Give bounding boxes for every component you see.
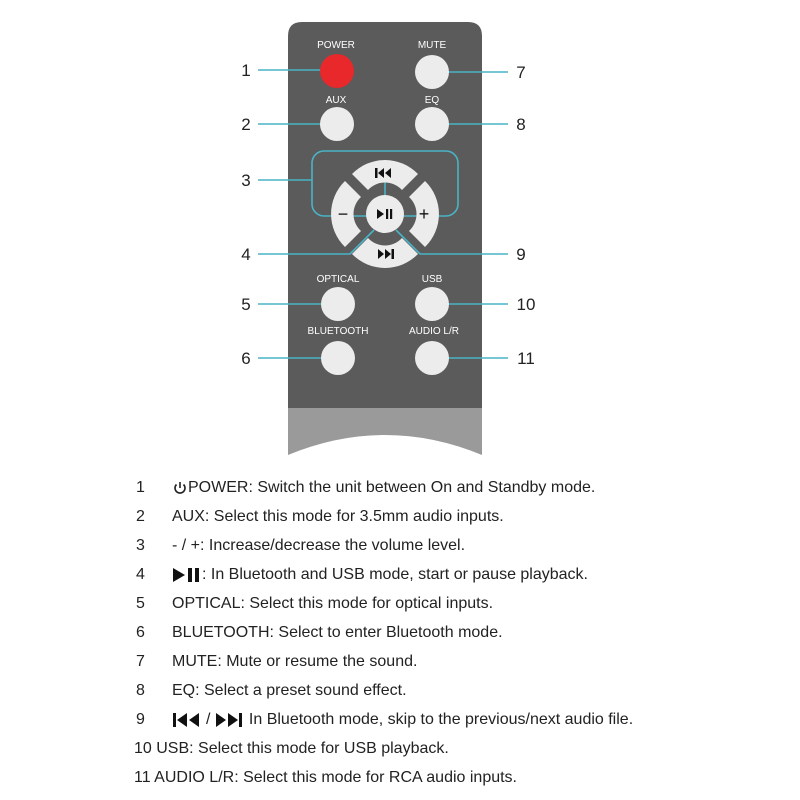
- audio-lr-label: AUDIO L/R: [409, 326, 459, 337]
- volume-up-button[interactable]: [409, 181, 439, 247]
- power-icon: [174, 481, 186, 494]
- play-pause-icon: [173, 567, 199, 582]
- legend-text: MUTE: Mute or resume the sound.: [172, 653, 418, 670]
- callout-1: 1: [241, 61, 250, 80]
- power-label: POWER: [317, 40, 355, 51]
- callout-2: 2: [241, 115, 250, 134]
- prev-track-button[interactable]: [352, 160, 418, 190]
- callout-10: 10: [517, 295, 536, 314]
- aux-label: AUX: [326, 95, 347, 106]
- legend-row-8: 8 EQ: Select a preset sound effect.: [0, 679, 800, 703]
- legend-num: 9: [136, 711, 145, 728]
- next-track-icon: [378, 249, 394, 259]
- callout-5: 5: [241, 295, 250, 314]
- legend-num: 11: [134, 769, 151, 786]
- remote-bottom-band: [288, 408, 482, 455]
- bluetooth-label: BLUETOOTH: [308, 326, 369, 337]
- mute-label: MUTE: [418, 40, 447, 51]
- eq-label: EQ: [425, 95, 440, 106]
- legend-text: : In Bluetooth and USB mode, start or pa…: [202, 566, 588, 583]
- legend-num: 7: [136, 653, 145, 670]
- legend-row-9: 9 / In Bluetooth mode, skip to the previ…: [0, 708, 800, 732]
- legend-num: 10: [134, 740, 152, 757]
- legend-row-7: 7 MUTE: Mute or resume the sound.: [0, 650, 800, 674]
- legend-text: - / +: Increase/decrease the volume leve…: [172, 537, 466, 554]
- optical-label: OPTICAL: [317, 274, 360, 285]
- legend-row-5: 5 OPTICAL: Select this mode for optical …: [0, 592, 800, 616]
- legend-text: POWER: Switch the unit between On and St…: [188, 479, 596, 496]
- legend-num: 4: [136, 566, 145, 583]
- legend-num: 8: [136, 682, 145, 699]
- callout-3: 3: [241, 171, 250, 190]
- eq-button[interactable]: [415, 107, 449, 141]
- next-track-icon: [216, 712, 243, 727]
- legend-row-11: 11 AUDIO L/R: Select this mode for RCA a…: [0, 766, 800, 790]
- optical-button[interactable]: [321, 287, 355, 321]
- usb-label: USB: [422, 274, 443, 285]
- legend-row-1: 1 POWER: Switch the unit between On and …: [0, 476, 800, 500]
- legend-num: 2: [136, 508, 145, 525]
- legend-text: OPTICAL: Select this mode for optical in…: [172, 595, 494, 612]
- dpad: − +: [331, 160, 439, 268]
- callout-6: 6: [241, 349, 250, 368]
- callout-7: 7: [516, 63, 525, 82]
- legend-num: 5: [136, 595, 145, 612]
- prev-track-icon: [375, 168, 391, 178]
- plus-icon: +: [419, 204, 430, 224]
- legend-num: 6: [136, 624, 145, 641]
- play-pause-button[interactable]: [366, 195, 404, 233]
- legend-text: USB: Select this mode for USB playback.: [156, 740, 449, 757]
- legend-num: 1: [136, 479, 145, 496]
- bluetooth-button[interactable]: [321, 341, 355, 375]
- legend-text: EQ: Select a preset sound effect.: [172, 682, 407, 699]
- callout-8: 8: [516, 115, 525, 134]
- usb-button[interactable]: [415, 287, 449, 321]
- power-button[interactable]: [320, 54, 354, 88]
- legend-text: AUX: Select this mode for 3.5mm audio in…: [172, 508, 504, 525]
- legend-row-3: 3 - / +: Increase/decrease the volume le…: [0, 534, 800, 558]
- aux-button[interactable]: [320, 107, 354, 141]
- legend-text: In Bluetooth mode, skip to the previous/…: [244, 711, 634, 728]
- audio-lr-button[interactable]: [415, 341, 449, 375]
- legend-row-6: 6 BLUETOOTH: Select to enter Bluetooth m…: [0, 621, 800, 645]
- callout-11: 11: [517, 349, 535, 368]
- minus-icon: −: [338, 204, 349, 224]
- prev-track-icon: [173, 712, 199, 727]
- legend-text: BLUETOOTH: Select to enter Bluetooth mod…: [172, 624, 503, 641]
- legend-row-4: 4 : In Bluetooth and USB mode, start or …: [0, 563, 800, 587]
- remote-diagram: POWER MUTE AUX EQ OPTICAL USB BLUETOOTH …: [241, 22, 536, 455]
- legend-row-10: 10 USB: Select this mode for USB playbac…: [0, 737, 800, 761]
- mute-button[interactable]: [415, 55, 449, 89]
- legend-text: AUDIO L/R: Select this mode for RCA audi…: [154, 769, 517, 786]
- volume-down-button[interactable]: [331, 181, 361, 247]
- callout-4: 4: [241, 245, 250, 264]
- callout-lines: [258, 69, 508, 359]
- play-pause-small-icon: [377, 209, 393, 219]
- legend-separator: /: [206, 711, 211, 728]
- callout-9: 9: [516, 245, 525, 264]
- legend-num: 3: [136, 537, 145, 554]
- legend-row-2: 2 AUX: Select this mode for 3.5mm audio …: [0, 505, 800, 529]
